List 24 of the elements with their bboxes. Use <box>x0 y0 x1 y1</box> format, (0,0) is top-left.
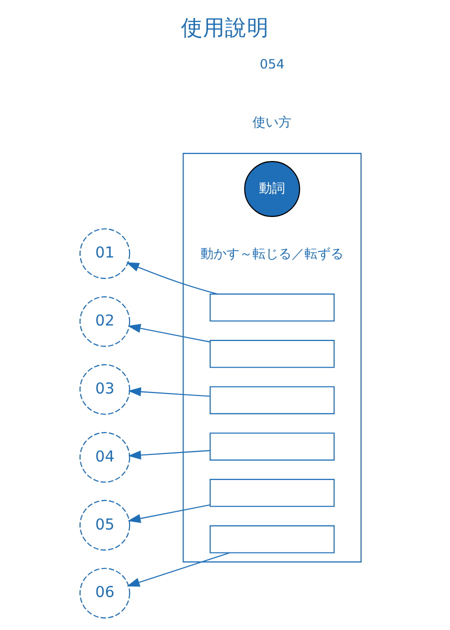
node-circle: 01 <box>80 228 130 278</box>
node-circle: 02 <box>80 296 130 346</box>
arrow <box>128 504 210 522</box>
node-box <box>210 386 335 414</box>
label: 054 <box>260 56 284 72</box>
node-circle: 04 <box>80 432 130 482</box>
node-circle: 05 <box>80 499 130 550</box>
node-box <box>210 478 335 506</box>
node-box <box>210 339 335 368</box>
node-box <box>210 432 335 460</box>
diagram-title: 使用說明 <box>181 15 269 40</box>
arrow <box>128 323 210 342</box>
node-box <box>210 293 335 322</box>
arrow <box>128 386 210 396</box>
node-circle: 06 <box>80 567 130 618</box>
label: 使い方 <box>252 115 292 130</box>
node-circle: 03 <box>80 364 130 414</box>
cluster <box>182 152 362 562</box>
node-box <box>210 524 335 553</box>
arrow <box>128 450 210 460</box>
arrow <box>126 552 230 586</box>
node-text: 動かす～転じる／転ずる <box>200 246 344 262</box>
arrow <box>126 262 218 294</box>
node-circle: 動詞 <box>244 160 300 216</box>
